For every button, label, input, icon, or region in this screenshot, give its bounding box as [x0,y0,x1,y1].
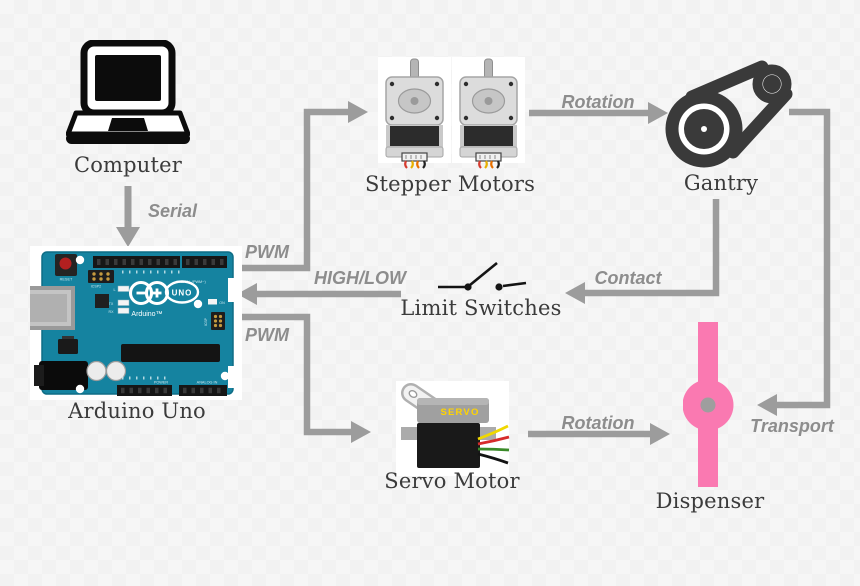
dispenser-label: Dispenser [655,489,765,513]
svg-text:L: L [113,288,115,292]
contact-arrow [565,199,720,304]
svg-text:ON: ON [219,301,225,305]
rotation-top-arrow [529,102,668,124]
svg-text:ANALOG IN: ANALOG IN [197,381,218,385]
stepper-motors-label: Stepper Motors [364,172,536,196]
computer-label: Computer [73,153,183,177]
laptop-icon [66,40,190,144]
svg-text:POWER: POWER [154,381,169,385]
servo-motor-label: Servo Motor [384,469,520,493]
transport-edge-label: Transport [750,416,834,436]
stepper-motor-icon [452,57,525,169]
pwm-top-edge-label: PWM [245,242,289,262]
contact-edge-label: Contact [594,268,662,288]
svg-text:DIGITAL (PWM~): DIGITAL (PWM~) [176,280,206,284]
rotation-bottom-arrow [528,423,670,445]
high-low-arrow [237,283,401,305]
dispenser-spindle-icon [683,322,734,487]
serial-edge-label: Serial [148,201,198,221]
arduino-board-icon: RESET DIGITAL (PWM~) ICSP2 L TX RX UNO A… [30,246,242,400]
svg-text:UNO: UNO [172,289,193,298]
pwm-top-arrow [236,101,368,272]
svg-text:ICSP: ICSP [204,317,208,326]
svg-text:SERVO: SERVO [440,407,479,418]
svg-text:ICSP2: ICSP2 [91,285,101,289]
transport-arrow [757,108,831,416]
svg-text:Arduino™: Arduino™ [131,311,162,318]
gantry-label: Gantry [683,171,759,195]
limit-switch-icon [438,261,527,291]
high-low-edge-label: HIGH/LOW [314,268,406,288]
gantry-pulley-icon [665,60,793,168]
svg-text:RESET: RESET [60,278,73,282]
servo-motor-icon: SERVO [396,381,510,476]
rotation-bottom-edge-label: Rotation [561,413,635,433]
stepper-motor-icon [378,57,451,169]
arduino-label: Arduino Uno [68,399,206,423]
pwm-bottom-arrow [236,313,371,443]
serial-arrow [116,186,140,247]
svg-text:RX: RX [109,310,115,314]
pwm-bottom-edge-label: PWM [245,325,289,345]
svg-text:TX: TX [109,302,114,306]
limit-switches-label: Limit Switches [400,296,562,320]
rotation-top-edge-label: Rotation [561,92,635,112]
